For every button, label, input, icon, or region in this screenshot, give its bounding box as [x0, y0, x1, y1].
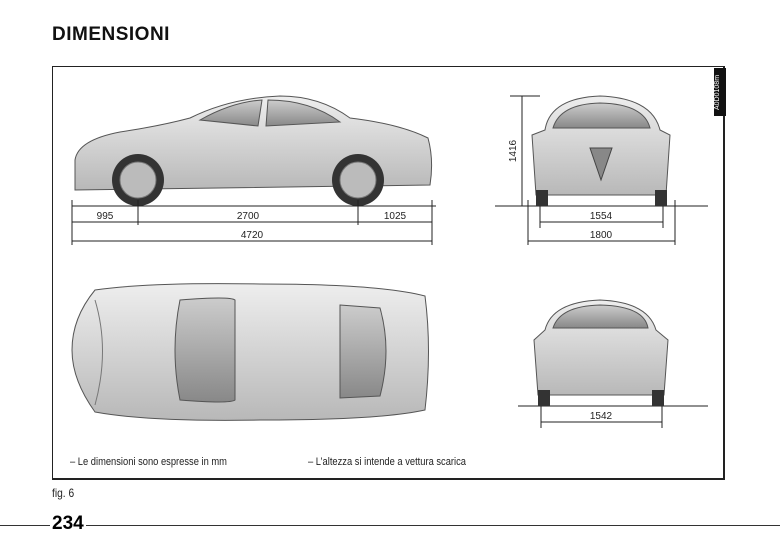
dim-front-track: 1554: [590, 211, 613, 222]
note-units: – Le dimensioni sono espresse in mm: [70, 456, 227, 468]
footer-rule: [0, 525, 780, 526]
page-title: DIMENSIONI: [52, 24, 170, 45]
dim-rear-overhang: 1025: [384, 211, 407, 222]
dim-width: 1800: [590, 230, 613, 241]
front-view-car: [531, 95, 671, 206]
figure-label: fig. 6: [52, 486, 75, 500]
note-height: – L’altezza si intende a vettura scarica: [308, 456, 467, 468]
page-number: 234: [50, 513, 86, 535]
dim-wheelbase: 2700: [237, 211, 260, 222]
dim-front-overhang: 995: [97, 211, 114, 222]
dim-rear-track: 1542: [590, 411, 613, 422]
rear-view-car: [533, 299, 669, 406]
top-view-car: [71, 283, 429, 421]
side-view-car: [74, 95, 433, 206]
dim-length: 4720: [241, 230, 264, 241]
dim-height: 1416: [508, 139, 519, 162]
figure-frame: [52, 66, 725, 480]
